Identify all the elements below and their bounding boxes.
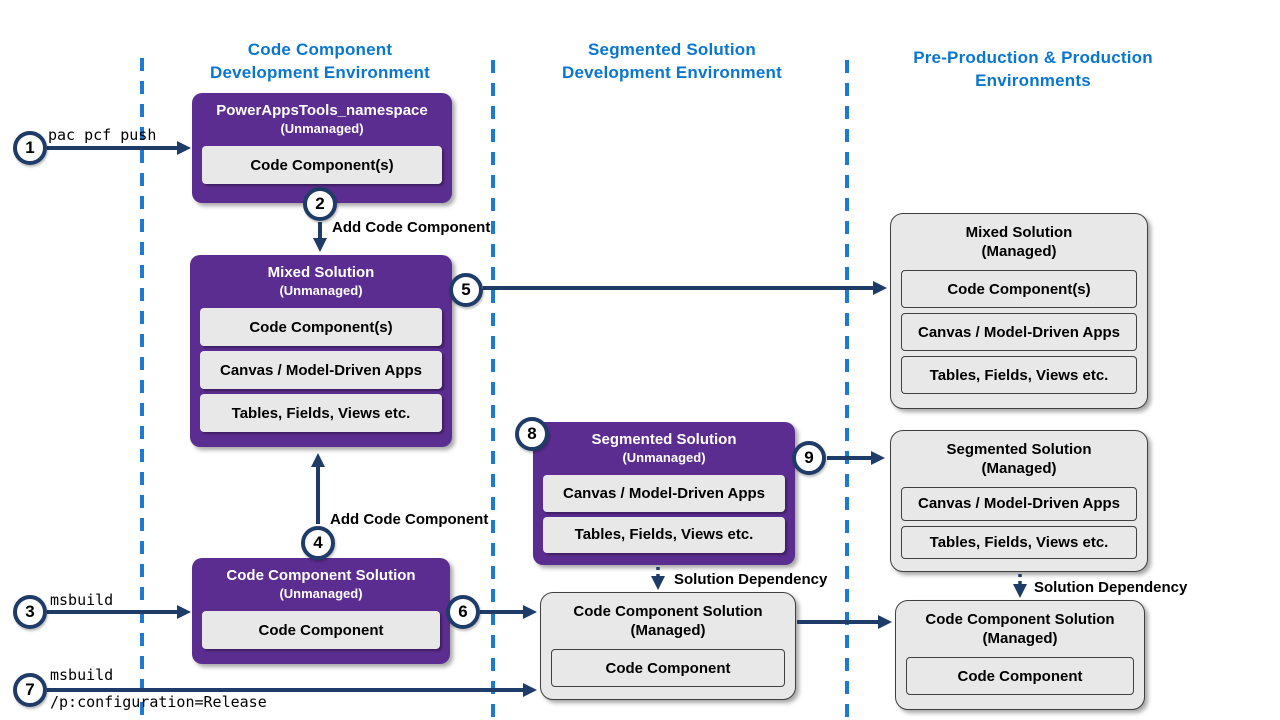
header-line: Pre-Production & Production xyxy=(913,48,1153,67)
column-header-segmented-dev: Segmented Solution Development Environme… xyxy=(522,38,822,84)
box-item: Code Component xyxy=(906,657,1134,695)
column-separator-1 xyxy=(140,58,144,720)
step-number: 5 xyxy=(461,280,471,299)
solution-box-mixed-managed: Mixed Solution (Managed) Code Component(… xyxy=(890,213,1148,409)
header-line: Development Environment xyxy=(210,63,430,82)
step-number: 9 xyxy=(804,448,814,467)
box-item: Tables, Fields, Views etc. xyxy=(200,394,442,432)
solution-box-mixed-unmanaged: Mixed Solution (Unmanaged) Code Componen… xyxy=(190,255,452,447)
step-circle-7: 7 xyxy=(13,673,47,707)
step-circle-5: 5 xyxy=(449,273,483,307)
label-solution-dependency-mid: Solution Dependency xyxy=(674,571,828,588)
label-msbuild: msbuild xyxy=(50,591,114,609)
header-line: Code Component xyxy=(247,40,393,59)
header-line: Environments xyxy=(975,71,1091,90)
box-subtitle: (Unmanaged) xyxy=(279,586,363,601)
box-item: Code Component(s) xyxy=(901,270,1137,308)
box-title: PowerAppsTools_namespace xyxy=(216,102,428,119)
step-circle-9: 9 xyxy=(792,441,826,475)
step-circle-8: 8 xyxy=(515,417,549,451)
box-item: Tables, Fields, Views etc. xyxy=(901,525,1137,559)
box-item: Code Component xyxy=(551,649,785,687)
box-item: Canvas / Model-Driven Apps xyxy=(901,313,1137,351)
box-title: Mixed Solution xyxy=(267,264,375,281)
box-subtitle: (Unmanaged) xyxy=(622,450,706,465)
step-circle-3: 3 xyxy=(13,595,47,629)
box-title: Segmented Solution xyxy=(591,431,737,448)
label-msbuild-release-line2: /p:configuration=Release xyxy=(50,693,267,711)
step-circle-6: 6 xyxy=(446,595,480,629)
box-item: Canvas / Model-Driven Apps xyxy=(543,475,785,512)
step-circle-2: 2 xyxy=(303,187,337,221)
step-circle-4: 4 xyxy=(301,526,335,560)
solution-box-code-component-unmanaged: Code Component Solution (Unmanaged) Code… xyxy=(192,558,450,664)
step-number: 2 xyxy=(315,194,325,213)
label-msbuild-release-line1: msbuild xyxy=(50,666,114,684)
box-subtitle: (Unmanaged) xyxy=(279,283,363,298)
box-subtitle: (Managed) xyxy=(981,243,1057,260)
solution-box-powerapps-namespace: PowerAppsTools_namespace (Unmanaged) Cod… xyxy=(192,93,452,203)
label-pac-pcf-push: pac pcf push xyxy=(48,126,157,144)
box-item: Tables, Fields, Views etc. xyxy=(901,356,1137,394)
box-subtitle: (Managed) xyxy=(630,622,706,639)
box-item: Code Component xyxy=(202,611,440,649)
column-header-code-component-dev: Code Component Development Environment xyxy=(170,38,470,84)
label-add-code-component-bottom: Add Code Component xyxy=(330,511,489,528)
label-solution-dependency-right: Solution Dependency xyxy=(1034,579,1188,596)
box-subtitle: (Managed) xyxy=(982,630,1058,647)
header-line: Segmented Solution xyxy=(588,40,756,59)
step-number: 3 xyxy=(25,602,35,621)
box-title: Code Component Solution xyxy=(226,567,416,584)
solution-box-code-component-managed-right: Code Component Solution (Managed) Code C… xyxy=(895,600,1145,710)
label-add-code-component-top: Add Code Component xyxy=(332,219,491,236)
box-subtitle: (Managed) xyxy=(981,460,1057,477)
box-item: Canvas / Model-Driven Apps xyxy=(901,487,1137,521)
box-title: Segmented Solution xyxy=(946,441,1092,458)
step-number: 1 xyxy=(25,138,35,157)
step-number: 4 xyxy=(313,533,323,552)
column-separator-3 xyxy=(845,60,849,720)
box-title: Mixed Solution xyxy=(965,224,1073,241)
step-circle-1: 1 xyxy=(13,131,47,165)
box-item: Canvas / Model-Driven Apps xyxy=(200,351,442,389)
header-line: Development Environment xyxy=(562,63,782,82)
box-item: Code Component(s) xyxy=(200,308,442,346)
box-subtitle: (Unmanaged) xyxy=(280,121,364,136)
solution-box-code-component-managed-mid: Code Component Solution (Managed) Code C… xyxy=(540,592,796,700)
box-title: Code Component Solution xyxy=(925,611,1115,628)
box-item: Tables, Fields, Views etc. xyxy=(543,516,785,553)
box-item: Code Component(s) xyxy=(202,146,442,184)
step-number: 8 xyxy=(527,424,537,443)
column-header-preprod-prod: Pre-Production & Production Environments xyxy=(873,46,1193,92)
box-title: Code Component Solution xyxy=(573,603,763,620)
step-number: 7 xyxy=(25,680,35,699)
step-number: 6 xyxy=(458,602,468,621)
column-separator-2 xyxy=(491,60,495,720)
solution-box-segmented-unmanaged: Segmented Solution (Unmanaged) Canvas / … xyxy=(533,422,795,565)
solution-box-segmented-managed: Segmented Solution (Managed) Canvas / Mo… xyxy=(890,430,1148,572)
